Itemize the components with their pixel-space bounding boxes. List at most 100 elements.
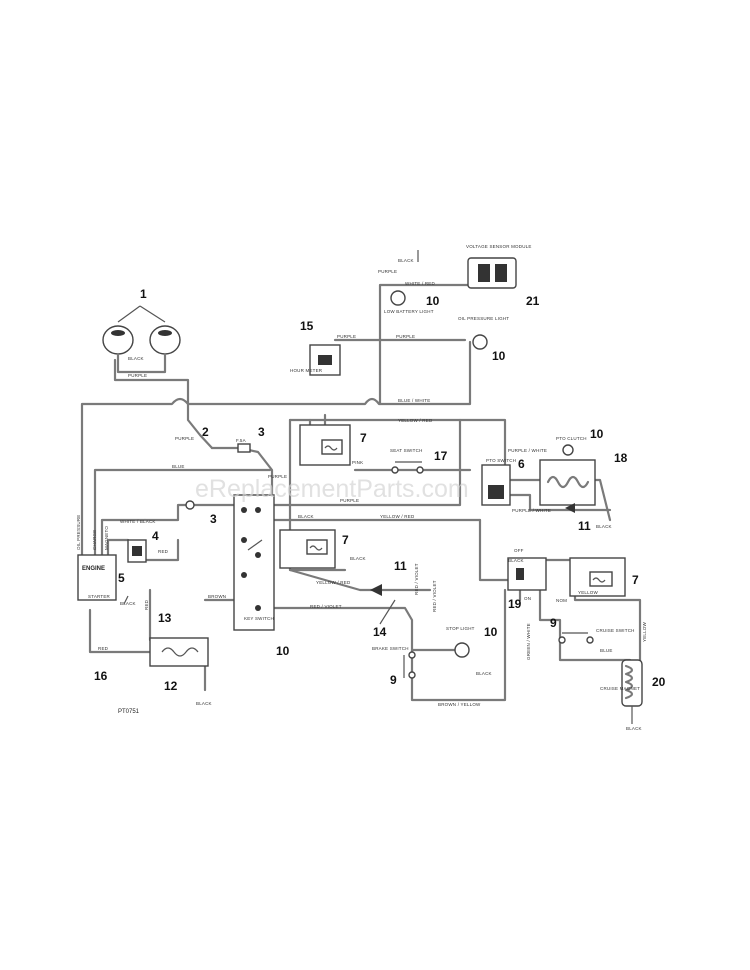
wire-label: RED [98,646,109,651]
wire-label: BLACK [476,671,492,676]
wires [80,283,642,702]
headlight-right [149,325,181,355]
pto-switch [481,464,511,506]
callout: 12 [164,679,178,693]
component-label: SEAT SWITCH [390,448,423,453]
wire-label: RED / VIOLET [310,604,342,609]
voltage-sensor-module [467,257,517,289]
wire-label: BLACK [626,726,642,731]
hour-meter [309,344,341,376]
engine [77,554,117,601]
wire-label: RED / VIOLET [414,563,419,595]
component-label: VOLTAGE SENSOR MODULE [466,244,532,249]
diode-clutch [565,503,575,513]
callout: 10 [492,349,506,363]
wire-label: PURPLE [396,334,415,339]
oil-pressure-light [472,334,488,350]
wire-label: OIL PRESSURE [76,515,81,551]
relay-right [569,557,626,597]
callout: 10 [276,644,290,658]
wire-label: BLACK [128,356,144,361]
callout: 11 [394,559,407,573]
wire-label: BLUE [172,464,185,469]
cruise-switch [558,632,594,644]
wire-label: MAGNETO [104,526,109,550]
component-label: NOM [556,598,567,603]
callout: 19 [508,597,522,611]
starter-solenoid [127,539,147,563]
stop-light [454,642,470,658]
wire-label: PURPLE [175,436,194,441]
callout: 2 [202,425,209,439]
wire-label: PURPLE [340,498,359,503]
component-label: HOUR METER [290,368,323,373]
callout: 7 [632,573,639,587]
callout: 9 [550,616,557,630]
wire-label: BLACK [196,701,212,706]
component-label: CRUISE MAGNET [600,686,640,691]
component-label: ON [524,596,531,601]
seat-switch [391,461,424,474]
component-label: F.5A [236,438,246,443]
wire-label: BLUE / WHITE [398,398,430,403]
callout: 11 [578,519,591,533]
wire-label: PURPLE [337,334,356,339]
relay-middle [279,529,336,569]
component-label: ENGINE [82,566,105,572]
callout: 16 [94,669,108,683]
component-label: KEY SWITCH [244,616,274,621]
callout: 3 [258,425,265,439]
wire-label: CHARGE [92,530,97,550]
wire-label: YELLOW [642,621,647,642]
callout: 20 [652,675,666,689]
callout: 14 [373,625,387,639]
wire-label: BLACK [596,524,612,529]
callout: 17 [434,449,448,463]
figure-code: PT0751 [118,709,140,715]
component-label: PTO CLUTCH [556,436,587,441]
callout: 5 [118,571,125,585]
wire-label: PURPLE / WHITE [512,508,551,513]
callout: 10 [484,625,498,639]
component-label: OFF [514,548,524,553]
battery [149,637,209,667]
cruise-switch-unit [507,557,547,591]
wire-label: YELLOW / RED [380,514,415,519]
wire-label: GREEN / WHITE [526,623,531,660]
headlight-left [102,325,134,355]
watermark: eReplacementParts.com [195,475,469,503]
callout: 10 [590,427,604,441]
wire-label: YELLOW / RED [398,418,433,423]
callout: 4 [152,529,159,543]
key-switch [233,494,275,631]
callout: 15 [300,319,314,333]
fuse [237,443,251,453]
pto-light [562,444,574,456]
brake-switch [403,651,416,679]
component-label: CRUISE SWITCH [596,628,635,633]
wire-label: RED / VIOLET [432,580,437,612]
wire-label: BLACK [398,258,414,263]
pto-clutch [539,459,596,506]
relay-top [299,424,351,466]
callout: 1 [140,287,147,301]
wire-label: RED [158,549,169,554]
wire-label: PURPLE [378,269,397,274]
component-label: PTO SWITCH [486,458,516,463]
callout: 6 [518,457,525,471]
wire-label: BLACK [508,558,524,563]
wire-label: WHITE / BLACK [120,519,156,524]
wire-label: BLACK [120,601,136,606]
callout: 10 [426,294,440,308]
wire-label: PURPLE [268,474,287,479]
component-label: LOW BATTERY LIGHT [384,309,434,314]
wire-label: WHITE / RED [405,281,435,286]
wire-label: YELLOW / RED [316,580,351,585]
component-label: BRAKE SWITCH [372,646,409,651]
callout: 3 [210,512,217,526]
wire-label: BLUE [600,648,613,653]
low-battery-light [390,290,406,306]
wire-label: RED [144,599,149,610]
wire-label: YELLOW [578,590,599,595]
